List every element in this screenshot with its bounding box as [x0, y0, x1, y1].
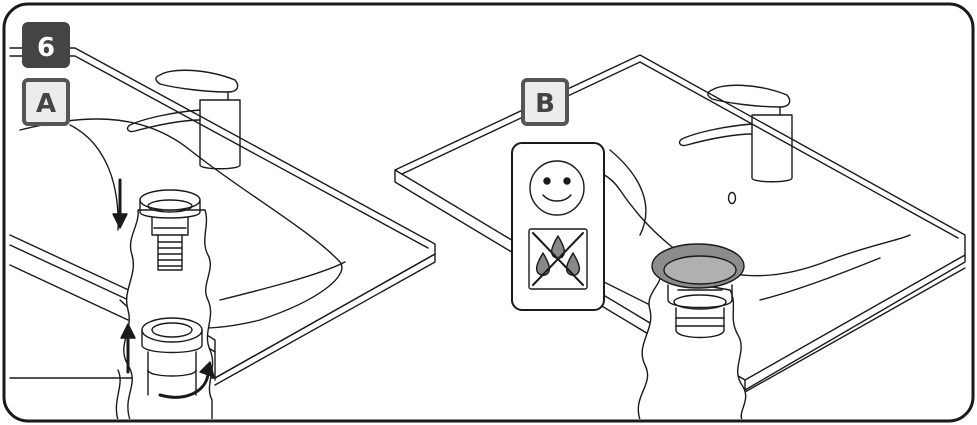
faucet-right	[678, 84, 793, 183]
panel-label-a-text: A	[36, 89, 56, 119]
panel-label-b: B	[521, 78, 569, 126]
overflow-hole	[727, 191, 737, 205]
down-arrow-icon	[112, 178, 128, 229]
up-arrow-icon	[120, 323, 136, 374]
faucet-left	[126, 69, 241, 170]
panel-label-a: A	[22, 78, 70, 126]
no-water-drops-icon	[528, 228, 588, 290]
popup-plug	[139, 189, 201, 271]
drain-flange	[141, 317, 203, 396]
installed-popup-plug	[651, 243, 745, 339]
detail-cutout-right	[637, 277, 747, 419]
panel-label-b-text: B	[535, 89, 555, 119]
icon-card	[511, 142, 605, 311]
smiley-face-icon	[529, 160, 585, 216]
rotate-arrow-icon	[158, 361, 215, 399]
step-number: 6	[37, 33, 55, 63]
step-number-badge: 6	[22, 22, 70, 68]
